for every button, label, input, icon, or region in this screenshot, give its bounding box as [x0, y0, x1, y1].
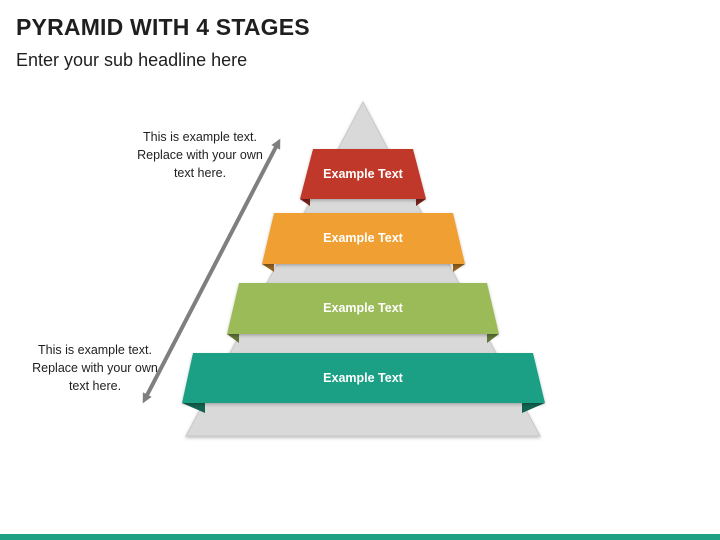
stage-label-1: Example Text	[323, 167, 403, 181]
stage-band-2	[262, 213, 465, 272]
stage-label-3: Example Text	[323, 301, 403, 315]
stage-band-3	[227, 283, 499, 343]
stage-label-2: Example Text	[323, 231, 403, 245]
footer-accent-bar	[0, 534, 720, 540]
stage-band-1	[300, 149, 426, 206]
stage-label-4: Example Text	[323, 371, 403, 385]
stage-band-4	[182, 353, 545, 413]
note-top: This is example text. Replace with your …	[137, 130, 263, 180]
page-title: PYRAMID WITH 4 STAGES	[16, 14, 310, 40]
page-subtitle: Enter your sub headline here	[16, 50, 248, 70]
note-bottom: This is example text. Replace with your …	[32, 343, 158, 393]
double-arrow	[142, 138, 281, 404]
